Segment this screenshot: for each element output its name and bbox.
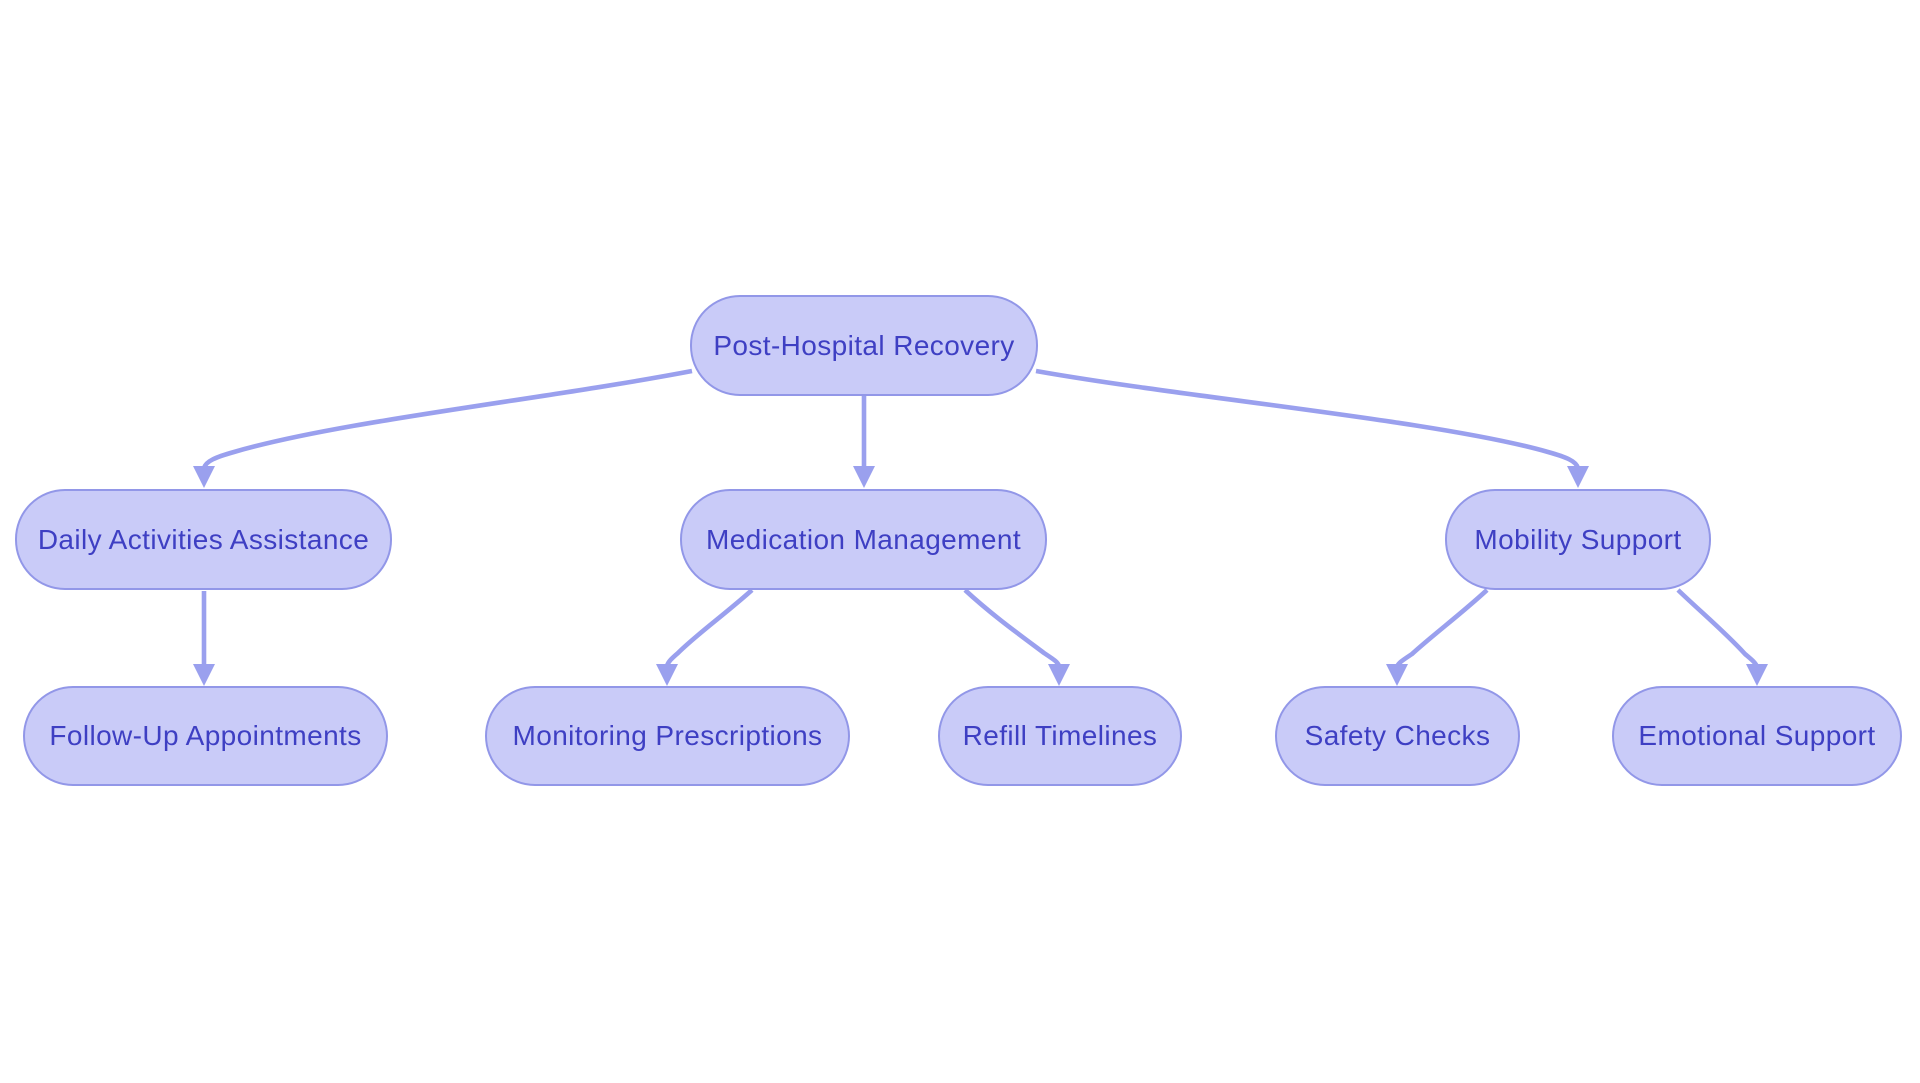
node-monitoring-prescriptions: Monitoring Prescriptions [485,686,850,786]
edge-medication-to-refill [963,588,1062,667]
node-emotional-support: Emotional Support [1612,686,1902,786]
node-follow-up-appointments-label: Follow-Up Appointments [49,720,362,751]
node-mobility-support: Mobility Support [1445,489,1711,590]
arrowhead-emotional-support [1746,664,1768,686]
edge-medication-to-monitoring [664,588,754,667]
node-safety-checks-label: Safety Checks [1304,720,1491,751]
arrowhead-follow-up-appointments [193,664,215,686]
edge-root-to-mobility-support [1035,368,1581,469]
edge-mobility-to-safety [1394,588,1489,668]
node-medication-management: Medication Management [680,489,1047,590]
node-follow-up-appointments: Follow-Up Appointments [23,686,388,786]
arrowhead-monitoring-prescriptions [656,664,678,686]
arrowhead-safety-checks [1386,664,1408,686]
arrowhead-daily-activities [193,466,215,488]
edge-root-to-daily-activities [201,368,693,469]
node-refill-timelines: Refill Timelines [938,686,1182,786]
node-monitoring-prescriptions-label: Monitoring Prescriptions [512,720,823,751]
arrowhead-mobility-support [1567,466,1589,488]
node-refill-timelines-label: Refill Timelines [962,720,1158,751]
arrowhead-medication-management [853,466,875,488]
node-mobility-support-label: Mobility Support [1474,523,1682,555]
node-safety-checks: Safety Checks [1275,686,1520,786]
node-post-hospital-recovery: Post-Hospital Recovery [690,295,1038,396]
node-post-hospital-recovery-label: Post-Hospital Recovery [713,329,1015,361]
node-daily-activities-assistance: Daily Activities Assistance [15,489,392,590]
edge-mobility-to-emotional [1676,588,1760,668]
node-medication-management-label: Medication Management [705,523,1022,555]
arrowhead-refill-timelines [1048,664,1070,686]
node-daily-activities-assistance-label: Daily Activities Assistance [37,523,370,555]
node-emotional-support-label: Emotional Support [1638,720,1876,751]
